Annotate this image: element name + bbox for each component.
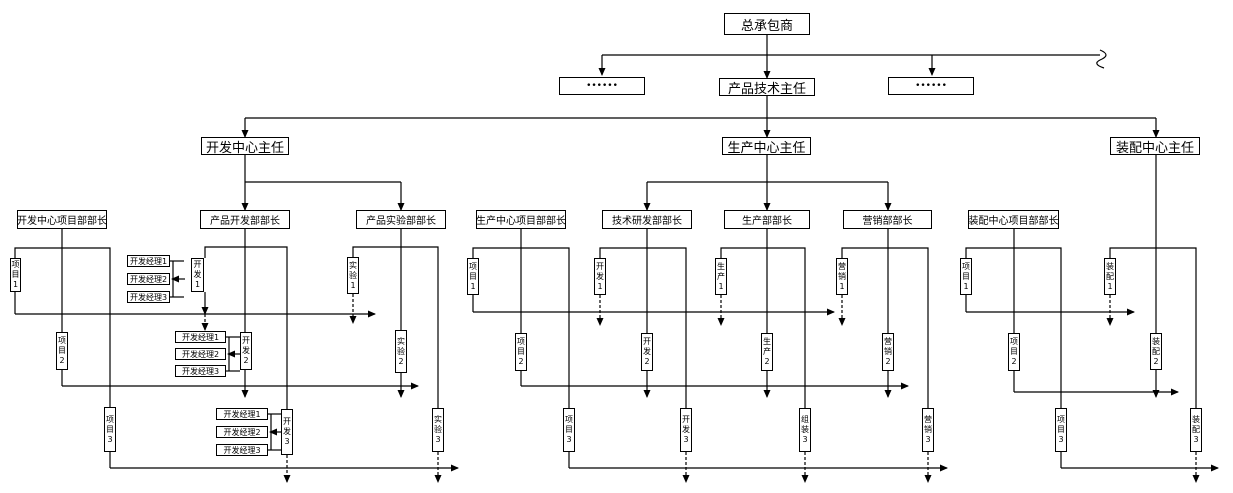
item-project-1: 项目1 (10, 258, 21, 292)
node-product-dev-head: 产品开发部部长 (200, 210, 290, 229)
node-prod-project-head: 生产中心项目部部长 (476, 210, 566, 229)
item-project-3: 项目3 (1055, 408, 1067, 452)
item-assembly-1: 装配1 (1104, 258, 1116, 295)
item-project-3: 项目3 (104, 407, 116, 452)
node-tech-director: 产品技术主任 (719, 78, 815, 97)
item-dev-2: 开发2 (240, 332, 252, 370)
dev-manager-3: 开发经理3 (127, 291, 170, 303)
dev-manager-1: 开发经理1 (216, 408, 268, 420)
item-dev-1: 开发1 (594, 258, 606, 295)
node-omitted-right: •••••• (888, 77, 974, 95)
item-exp-3: 实验3 (432, 408, 444, 452)
node-tech-rd-head: 技术研发部部长 (602, 210, 692, 229)
item-marketing-3: 营销3 (922, 408, 934, 452)
item-project-2: 项目2 (1008, 333, 1020, 371)
node-dev-center-director: 开发中心主任 (201, 137, 289, 156)
dev-manager-3: 开发经理3 (175, 365, 226, 377)
item-project-2: 项目2 (515, 333, 527, 371)
item-project-2: 项目2 (56, 332, 68, 370)
node-product-exp-head: 产品实验部部长 (356, 210, 446, 229)
node-dev-project-head: 开发中心项目部部长 (17, 210, 107, 229)
item-dev-1: 开发1 (191, 258, 204, 292)
item-assembly-3: 装配3 (1190, 408, 1202, 452)
dev-manager-2: 开发经理2 (127, 273, 170, 285)
dev-manager-2: 开发经理2 (175, 348, 226, 360)
node-contractor: 总承包商 (724, 13, 810, 35)
node-omitted-left: •••••• (559, 77, 645, 95)
item-marketing-2: 营销2 (882, 333, 894, 371)
item-dev-3: 开发3 (680, 408, 692, 452)
dev-manager-3: 开发经理3 (216, 444, 268, 456)
item-dev-3: 开发3 (281, 409, 293, 455)
item-exp-1: 实验1 (347, 257, 359, 294)
item-exp-2: 实验2 (395, 330, 407, 373)
item-project-1: 项目1 (960, 258, 972, 295)
item-assembly-2: 装配2 (1150, 333, 1162, 370)
node-prod-center-director: 生产中心主任 (722, 137, 811, 156)
item-dev-2: 开发2 (641, 333, 653, 371)
dev-manager-1: 开发经理1 (127, 255, 170, 267)
dev-manager-1: 开发经理1 (175, 331, 226, 343)
item-project-1: 项目1 (467, 258, 479, 295)
item-marketing-1: 营销1 (836, 258, 848, 295)
dev-manager-2: 开发经理2 (216, 426, 268, 438)
item-production-2: 生产2 (761, 333, 773, 371)
node-asm-project-head: 装配中心项目部部长 (968, 210, 1059, 229)
node-production-head: 生产部部长 (724, 210, 810, 229)
item-assemble-3: 组装3 (799, 408, 811, 452)
node-marketing-head: 营销部部长 (843, 210, 932, 229)
item-production-1: 生产1 (715, 258, 727, 295)
item-project-3: 项目3 (563, 408, 575, 452)
node-asm-center-director: 装配中心主任 (1110, 137, 1200, 156)
